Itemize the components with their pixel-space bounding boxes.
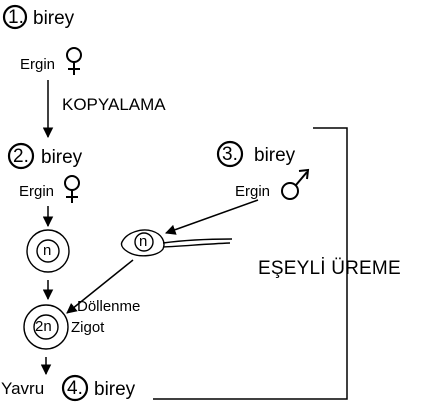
male-symbol-icon bbox=[281, 168, 310, 200]
number-circle-2 bbox=[7, 142, 35, 170]
arrow-male-to-sperm bbox=[165, 199, 259, 235]
number-circle-1 bbox=[2, 4, 28, 30]
zygote-cell-label: 2n bbox=[35, 318, 52, 335]
cloning-label: KOPYALAMA bbox=[62, 95, 166, 114]
individual-3-label: birey bbox=[254, 145, 296, 166]
zygote-cell bbox=[23, 304, 69, 350]
sperm-label: n bbox=[139, 233, 148, 250]
sperm-cell bbox=[120, 229, 233, 257]
number-3: 3. bbox=[222, 144, 238, 165]
female-symbol-icon bbox=[64, 175, 80, 203]
individual-3-stage: Ergin bbox=[235, 183, 271, 200]
sexual-reproduction-bracket bbox=[153, 127, 348, 400]
zygote-label: Zigot bbox=[71, 319, 105, 336]
individual-1-stage: Ergin bbox=[20, 56, 56, 73]
number-4: 4. bbox=[67, 378, 83, 399]
egg-cell bbox=[26, 229, 70, 273]
egg-label: n bbox=[43, 242, 52, 259]
sexual-reproduction-label: EŞEYLİ ÜREME bbox=[258, 258, 401, 279]
individual-2-stage: Ergin bbox=[19, 183, 55, 200]
number-1: 1. bbox=[8, 7, 24, 28]
individual-2-label: birey bbox=[41, 147, 83, 168]
number-2: 2. bbox=[13, 146, 29, 167]
female-symbol-icon bbox=[66, 47, 82, 75]
number-circle-3 bbox=[216, 140, 244, 168]
individual-4-stage: Yavru bbox=[1, 379, 45, 398]
number-circle-4 bbox=[61, 374, 89, 402]
individual-1-label: birey bbox=[33, 8, 75, 29]
arrow-sperm-to-zygote bbox=[66, 259, 134, 314]
individual-4-label: birey bbox=[94, 379, 136, 400]
fertilization-label: Döllenme bbox=[77, 298, 141, 315]
